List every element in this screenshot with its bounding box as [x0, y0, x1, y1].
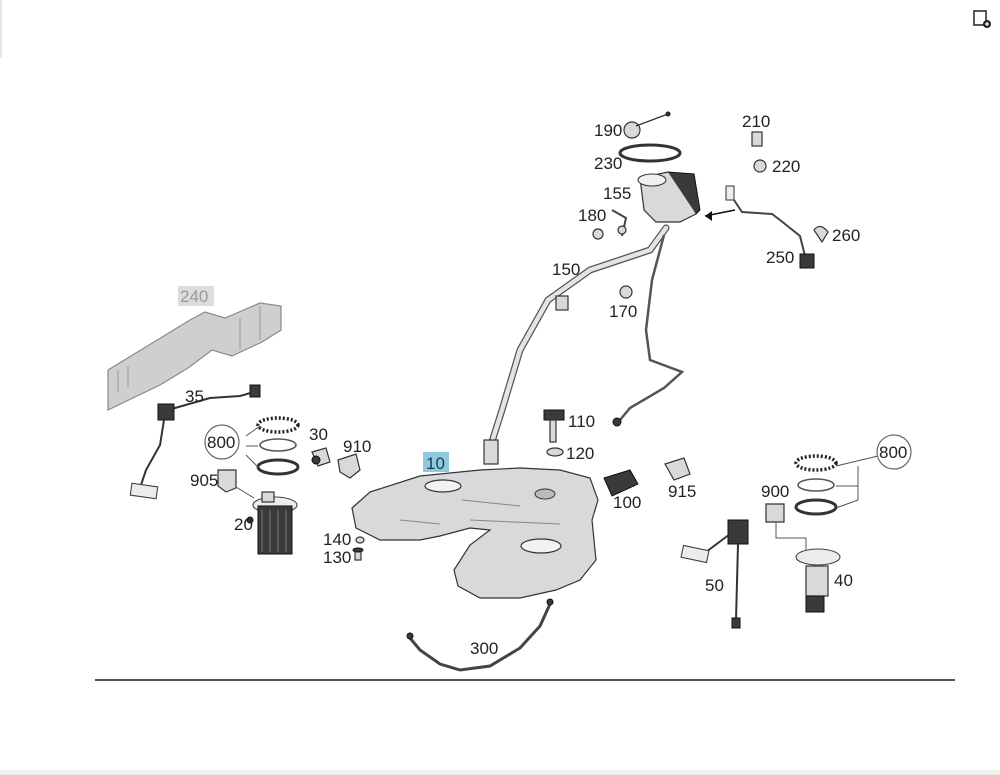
callout-250[interactable]: 250	[766, 248, 794, 267]
callout-230[interactable]: 230	[594, 154, 622, 173]
part-140-bolt[interactable]	[355, 536, 365, 544]
part-910-shield[interactable]	[337, 453, 361, 479]
part-155-filler-neck[interactable]	[637, 171, 701, 223]
callout-140[interactable]: 140	[323, 530, 351, 549]
callout-900[interactable]: 900	[761, 482, 789, 501]
callout-10[interactable]: 10	[426, 454, 445, 473]
callout-905[interactable]: 905	[190, 471, 218, 490]
callout-240[interactable]: 240	[180, 287, 208, 306]
part-100-connector[interactable]	[603, 469, 639, 497]
callout-150[interactable]: 150	[552, 260, 580, 279]
callout-170[interactable]: 170	[609, 302, 637, 321]
part-150-filler-hose[interactable]	[483, 224, 670, 465]
part-170-vent-line[interactable]	[612, 234, 685, 427]
callout-10-highlight	[423, 452, 449, 472]
page-settings-icon[interactable]	[972, 9, 992, 29]
callout-800-left[interactable]: 800	[207, 433, 235, 452]
part-50-level-sensor[interactable]	[680, 519, 749, 629]
part-800-rings-left[interactable]	[245, 416, 300, 476]
callout-300[interactable]: 300	[470, 639, 498, 658]
callout-800-right-circle	[876, 434, 912, 470]
part-260-clip[interactable]	[813, 225, 829, 244]
callout-800-right[interactable]: 800	[879, 443, 907, 462]
callout-260[interactable]: 260	[832, 226, 860, 245]
part-915-shield[interactable]	[664, 457, 691, 481]
part-800-rings-right[interactable]	[794, 454, 879, 516]
callout-30[interactable]: 30	[309, 425, 328, 444]
callout-130[interactable]: 130	[323, 548, 351, 567]
callout-100[interactable]: 100	[613, 493, 641, 512]
part-250-vent-tube[interactable]	[725, 185, 815, 269]
left-panel-edge	[0, 0, 2, 58]
part-10-fuel-tank[interactable]	[351, 467, 599, 599]
callout-35[interactable]: 35	[185, 387, 204, 406]
part-35-level-sensor[interactable]	[129, 384, 261, 500]
callout-180[interactable]: 180	[578, 206, 606, 225]
part-240-heat-shield[interactable]	[107, 302, 282, 411]
part-180-bracket[interactable]	[592, 209, 628, 240]
callout-220[interactable]: 220	[772, 157, 800, 176]
callout-50[interactable]: 50	[705, 576, 724, 595]
arrow-head	[705, 211, 712, 221]
part-300-strap[interactable]	[406, 598, 554, 672]
part-190-cap[interactable]	[623, 111, 671, 139]
part-210-screw[interactable]	[751, 131, 763, 147]
part-120-seal[interactable]	[546, 447, 564, 457]
part-230-gasket[interactable]	[618, 143, 682, 163]
part-220-nut[interactable]	[753, 159, 767, 173]
callout-190[interactable]: 190	[594, 121, 622, 140]
callout-120[interactable]: 120	[566, 444, 594, 463]
callout-20[interactable]: 20	[234, 515, 253, 534]
part-20-fuel-pump[interactable]	[246, 491, 298, 555]
callout-155[interactable]: 155	[603, 184, 631, 203]
bottom-scroll-area	[0, 770, 1000, 775]
part-110-valve[interactable]	[543, 409, 565, 443]
callout-800-left-circle	[204, 424, 240, 460]
part-130-screw[interactable]	[352, 547, 364, 561]
callout-210[interactable]: 210	[742, 112, 770, 131]
part-905-seal[interactable]	[217, 469, 255, 499]
callout-110[interactable]: 110	[568, 412, 595, 431]
part-30-valve[interactable]	[311, 447, 331, 467]
callout-40[interactable]: 40	[834, 571, 853, 590]
part-40-pump[interactable]	[795, 548, 841, 613]
callout-240-background	[178, 286, 214, 306]
callout-910[interactable]: 910	[343, 437, 371, 456]
part-900-seal[interactable]	[765, 503, 807, 556]
callout-915[interactable]: 915	[668, 482, 696, 501]
